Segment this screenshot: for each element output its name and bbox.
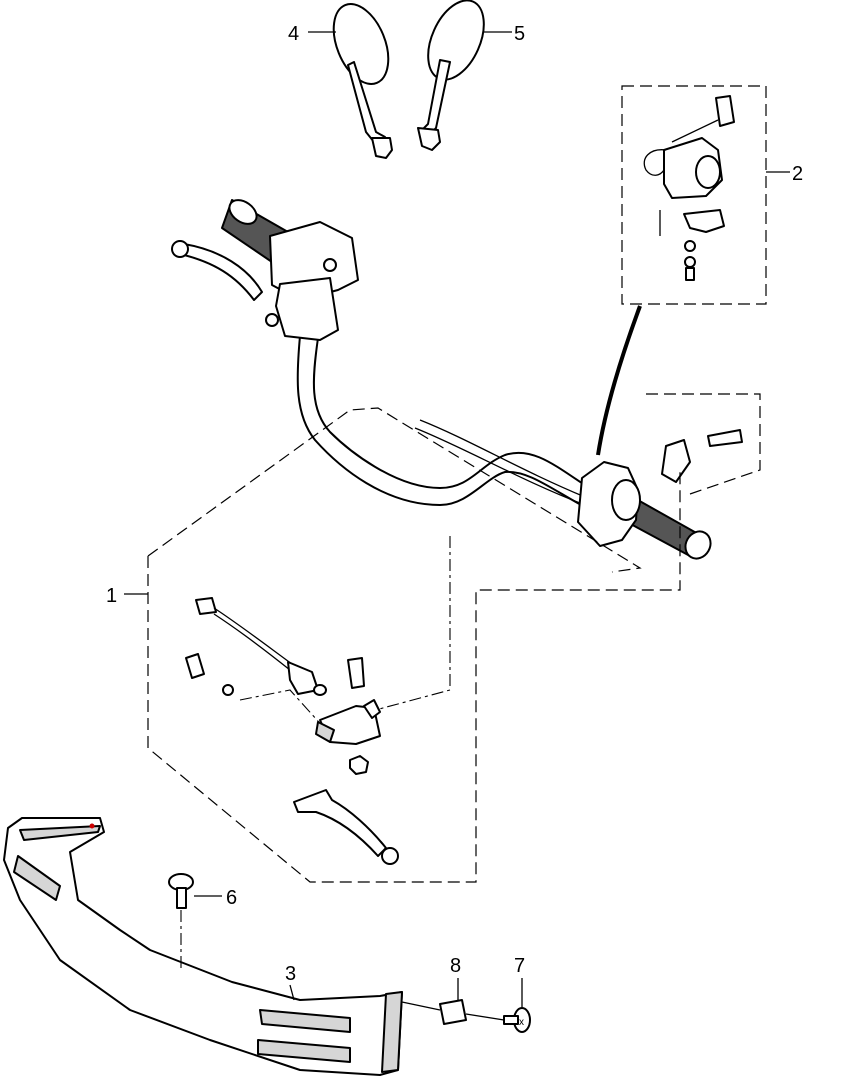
handlebar-assembly	[171, 199, 712, 560]
callout-1: 1	[106, 585, 117, 607]
clamp-bracket	[646, 393, 761, 495]
right-mirror	[417, 0, 485, 151]
callout-4: 4	[288, 23, 299, 45]
bolt-6	[168, 873, 194, 909]
callout-2: 2	[792, 163, 803, 185]
screw-7: x	[503, 1007, 531, 1033]
hand-guard	[3, 817, 403, 1076]
sensor-wire	[195, 597, 327, 696]
callout-8: 8	[450, 955, 461, 977]
callout-5: 5	[514, 23, 525, 45]
small-screws	[185, 653, 369, 775]
callout-6: 6	[226, 887, 237, 909]
svg-text:x: x	[519, 1017, 524, 1028]
callout-3: 3	[285, 963, 296, 985]
callout-7: 7	[514, 955, 525, 977]
right-switch-assembly	[596, 85, 767, 456]
lever	[293, 789, 399, 865]
lever-bracket	[315, 699, 381, 745]
left-mirror	[332, 3, 393, 159]
spacer-8	[439, 999, 467, 1025]
